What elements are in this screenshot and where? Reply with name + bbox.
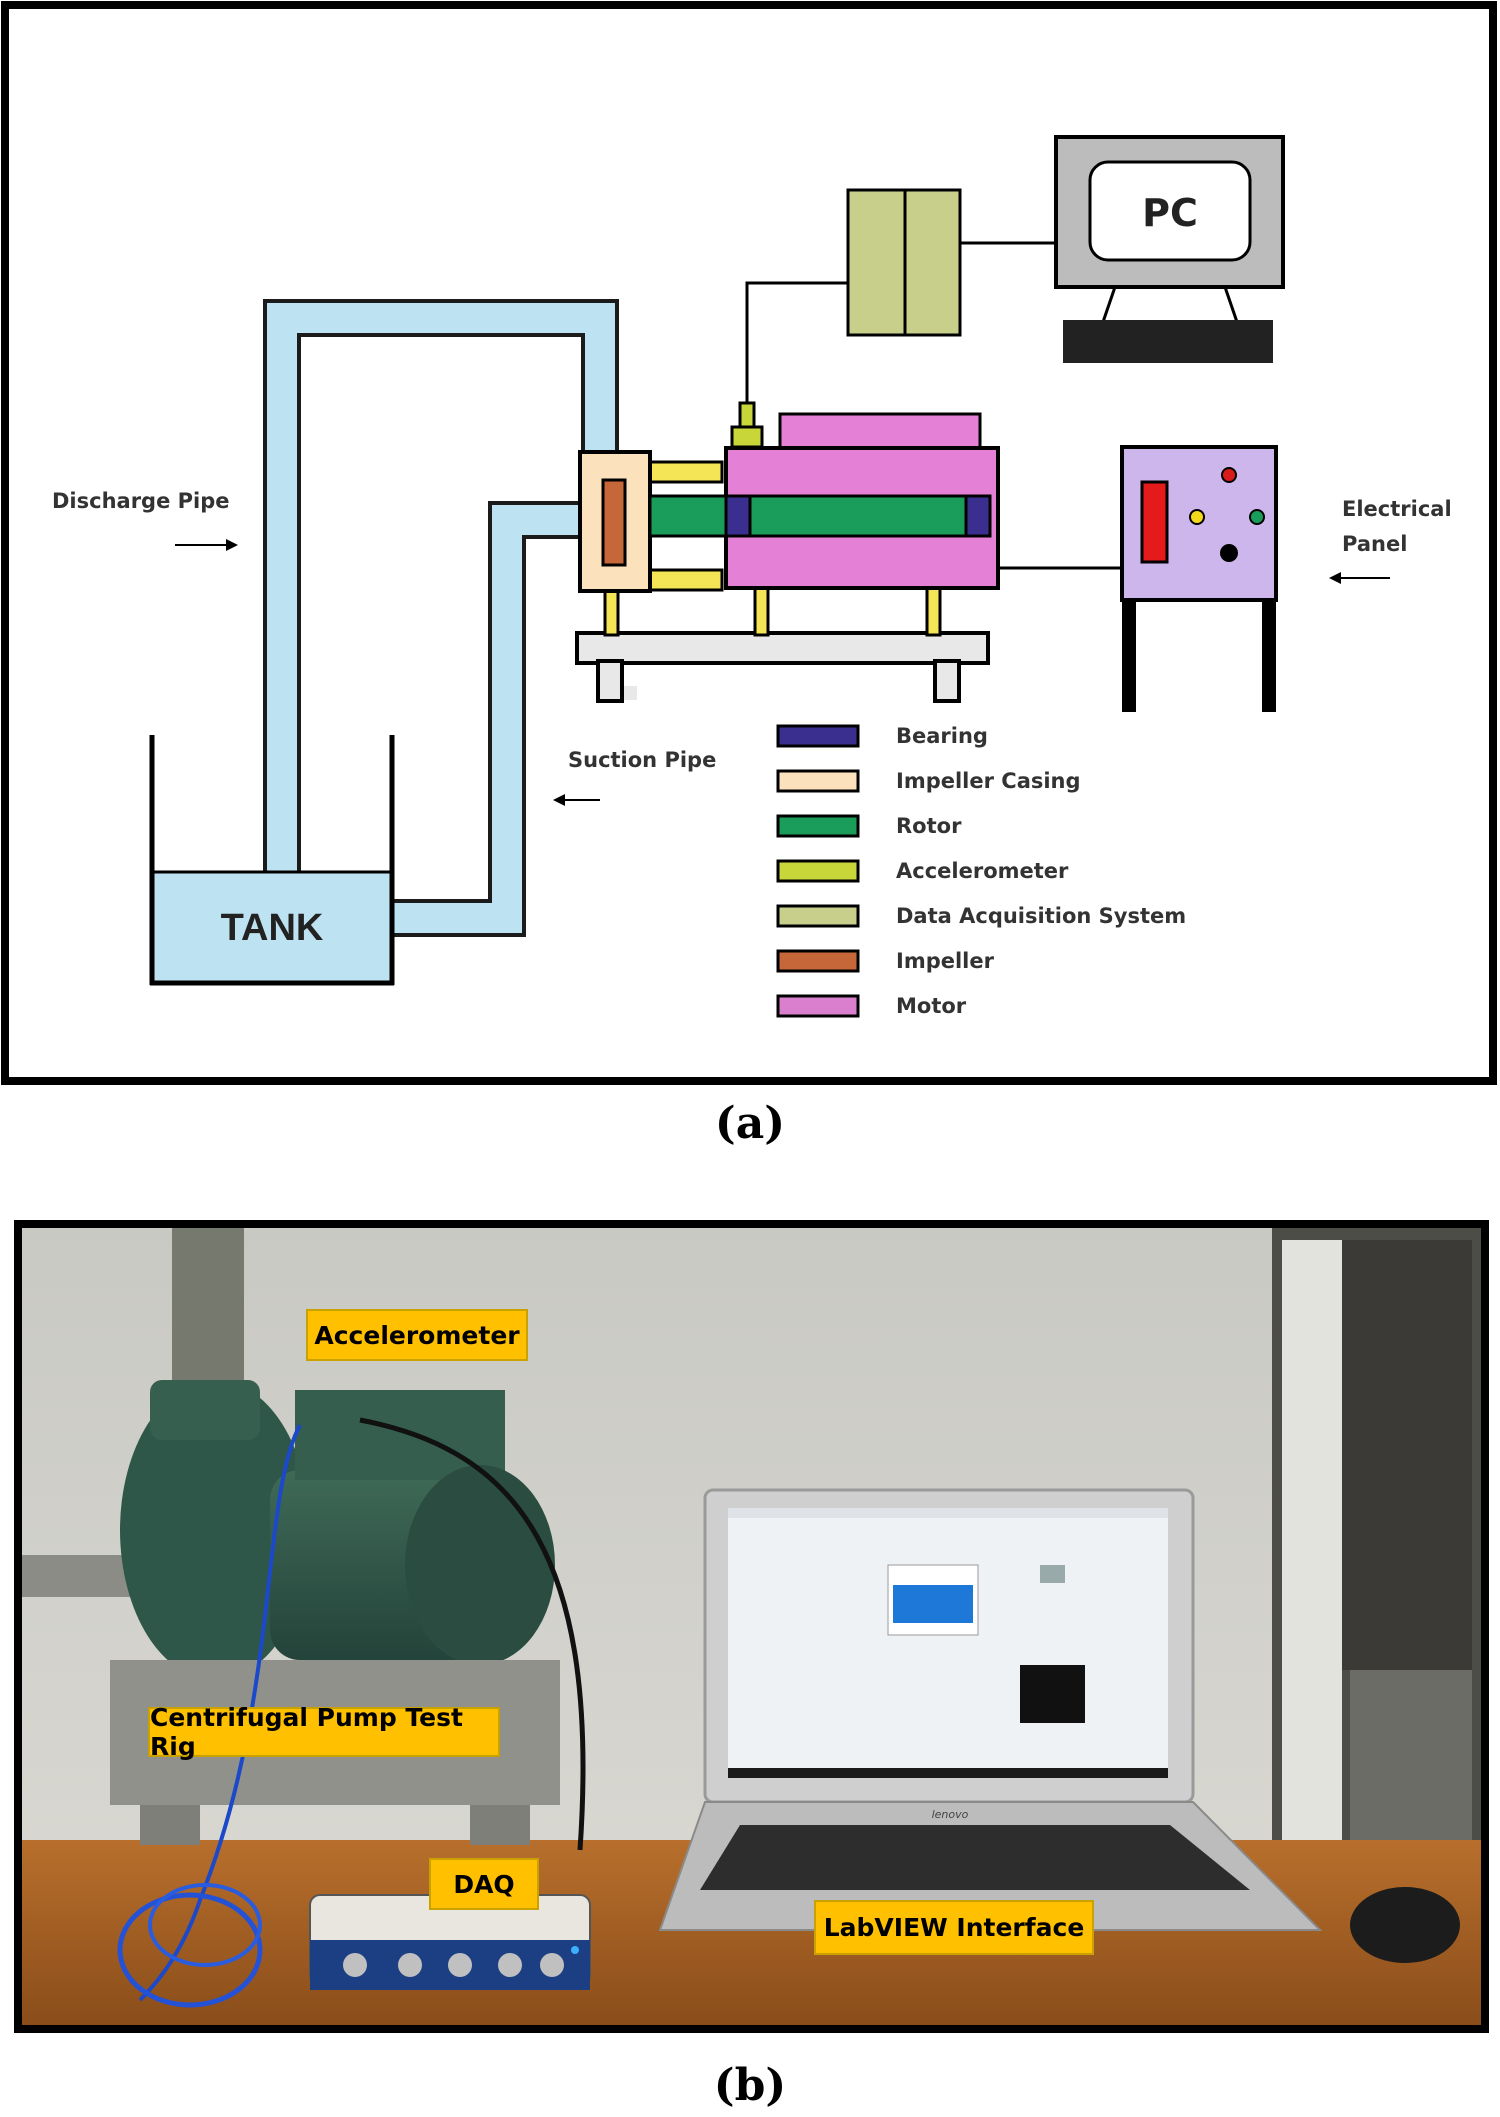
- legend-swatch-1: [776, 769, 860, 793]
- discharge-arrow-icon: [175, 539, 238, 551]
- pc-keyboard: [1063, 320, 1273, 363]
- rotor: [648, 494, 992, 538]
- suction-pipe: [392, 501, 586, 937]
- impeller-casing: [578, 450, 652, 593]
- tank-label: TANK: [221, 907, 324, 949]
- legend-label-1: Impeller Casing: [896, 769, 1081, 793]
- caption-a: (a): [714, 1098, 786, 1149]
- pc-label: PC: [1142, 191, 1198, 235]
- discharge-pipe-label: Discharge Pipe: [52, 489, 230, 513]
- impeller: [601, 478, 627, 567]
- bearing-left: [724, 494, 752, 538]
- tank: TANK: [149, 735, 395, 986]
- photo-scene: lenovo: [14, 1220, 1489, 2033]
- legend-label-6: Motor: [896, 994, 967, 1018]
- callout-labview: LabVIEW Interface: [814, 1900, 1094, 1955]
- callout-accelerometer: Accelerometer: [306, 1309, 528, 1361]
- daq-box: [846, 188, 962, 337]
- accelerometer: [730, 401, 764, 449]
- legend-label-3: Accelerometer: [896, 859, 1069, 883]
- caption-b: (b): [713, 2060, 787, 2111]
- electrical-panel-label-line1: Electrical: [1342, 497, 1452, 521]
- coupling-bars: [648, 460, 724, 592]
- electrical-panel-label-line2: Panel: [1342, 532, 1407, 556]
- legend-swatch-3: [776, 859, 860, 883]
- legend-swatch-2: [776, 814, 860, 838]
- callout-test-rig: Centrifugal Pump Test Rig: [148, 1703, 500, 1761]
- base-frame: [575, 586, 990, 703]
- suction-pipe-label: Suction Pipe: [568, 748, 716, 772]
- schematic-diagram: TANK Discharge Pipe Suction Pipe: [1, 1, 1497, 1085]
- discharge-pipe: [263, 299, 619, 872]
- legend-swatch-0: [776, 724, 860, 748]
- legend-label-0: Bearing: [896, 724, 988, 748]
- legend-swatch-4: [776, 904, 860, 928]
- suction-arrow-icon: [553, 794, 600, 806]
- electrical-panel: [1120, 445, 1278, 712]
- accelerometer-cable: [745, 281, 848, 403]
- laptop-brand: lenovo: [932, 1808, 969, 1821]
- legend-label-2: Rotor: [896, 814, 962, 838]
- legend-label-5: Impeller: [896, 949, 995, 973]
- legend-swatch-6: [776, 994, 860, 1018]
- electrical-arrow-icon: [1329, 572, 1390, 584]
- pc-monitor: PC: [1054, 135, 1285, 363]
- legend-swatch-5: [776, 949, 860, 973]
- legend-label-4: Data Acquisition System: [896, 904, 1186, 928]
- callout-daq: DAQ: [429, 1858, 539, 1910]
- bearing-right: [964, 494, 992, 538]
